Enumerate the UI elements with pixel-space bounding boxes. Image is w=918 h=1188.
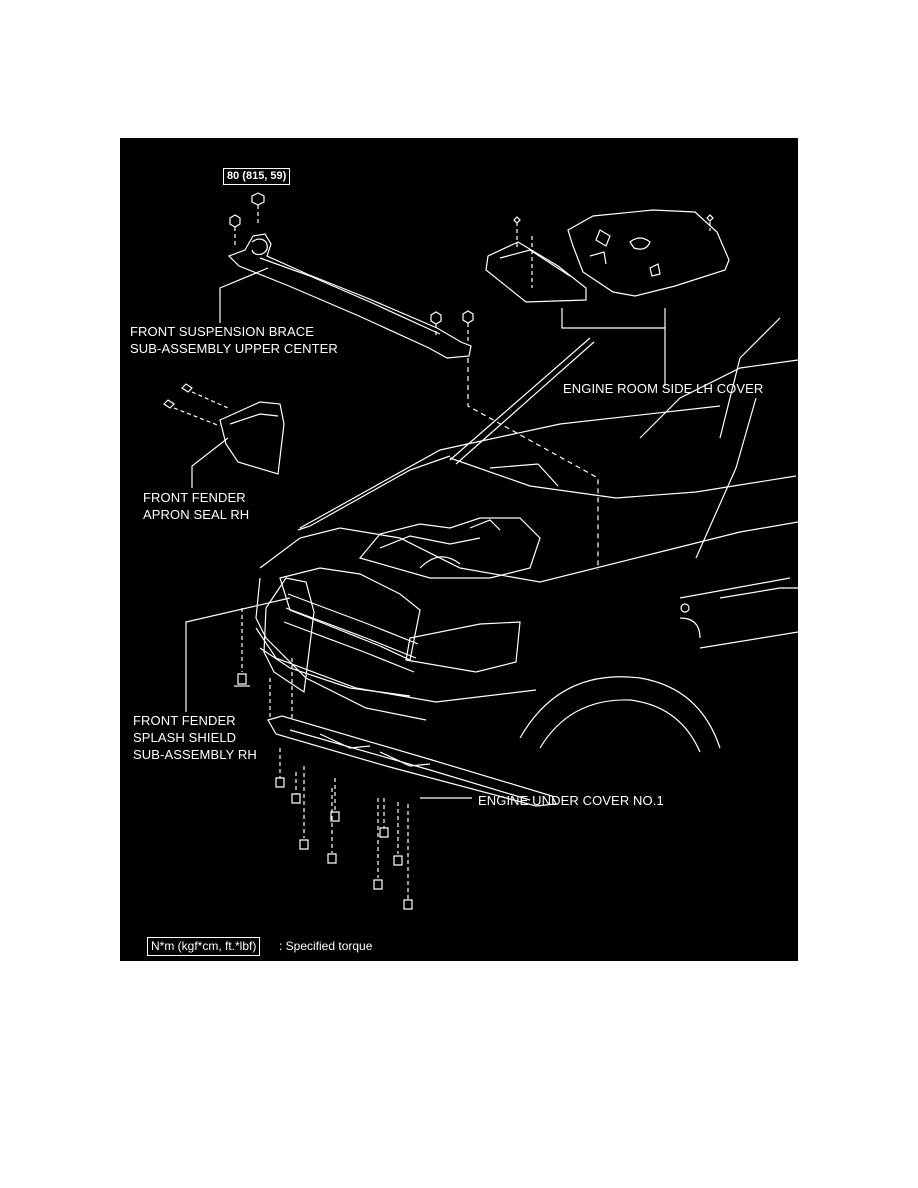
splash-shield-label-line3: SUB-ASSEMBLY RH: [133, 747, 257, 762]
vehicle-body: [185, 317, 798, 753]
exploded-parts-diagram: 80 (815, 59) FRONT SUSPENSION BRACE SUB-…: [120, 138, 798, 961]
engine-room-side-cover: [485, 209, 730, 386]
front-suspension-brace: [219, 192, 599, 570]
splash-shield-label-line2: SPLASH SHIELD: [133, 730, 237, 745]
legend-unit-box: N*m (kgf*cm, ft.*lbf): [147, 937, 261, 956]
legend-description: : Specified torque: [279, 939, 373, 953]
apron-seal-label-line1: FRONT FENDER: [143, 490, 246, 505]
brace-label-line1: FRONT SUSPENSION BRACE: [130, 324, 314, 339]
engine-under-cover-label: ENGINE UNDER COVER NO.1: [478, 793, 664, 808]
apron-seal-label-line2: APRON SEAL RH: [143, 507, 250, 522]
diagram-linework: [163, 192, 798, 910]
front-fender-apron-seal: [163, 383, 285, 488]
engine-room-cover-label: ENGINE ROOM SIDE LH COVER: [563, 381, 764, 396]
engine-under-cover: [267, 658, 557, 910]
torque-spec-box: 80 (815, 59): [223, 168, 291, 185]
brace-label-line2: SUB-ASSEMBLY UPPER CENTER: [130, 341, 338, 356]
splash-shield-label-line1: FRONT FENDER: [133, 713, 236, 728]
